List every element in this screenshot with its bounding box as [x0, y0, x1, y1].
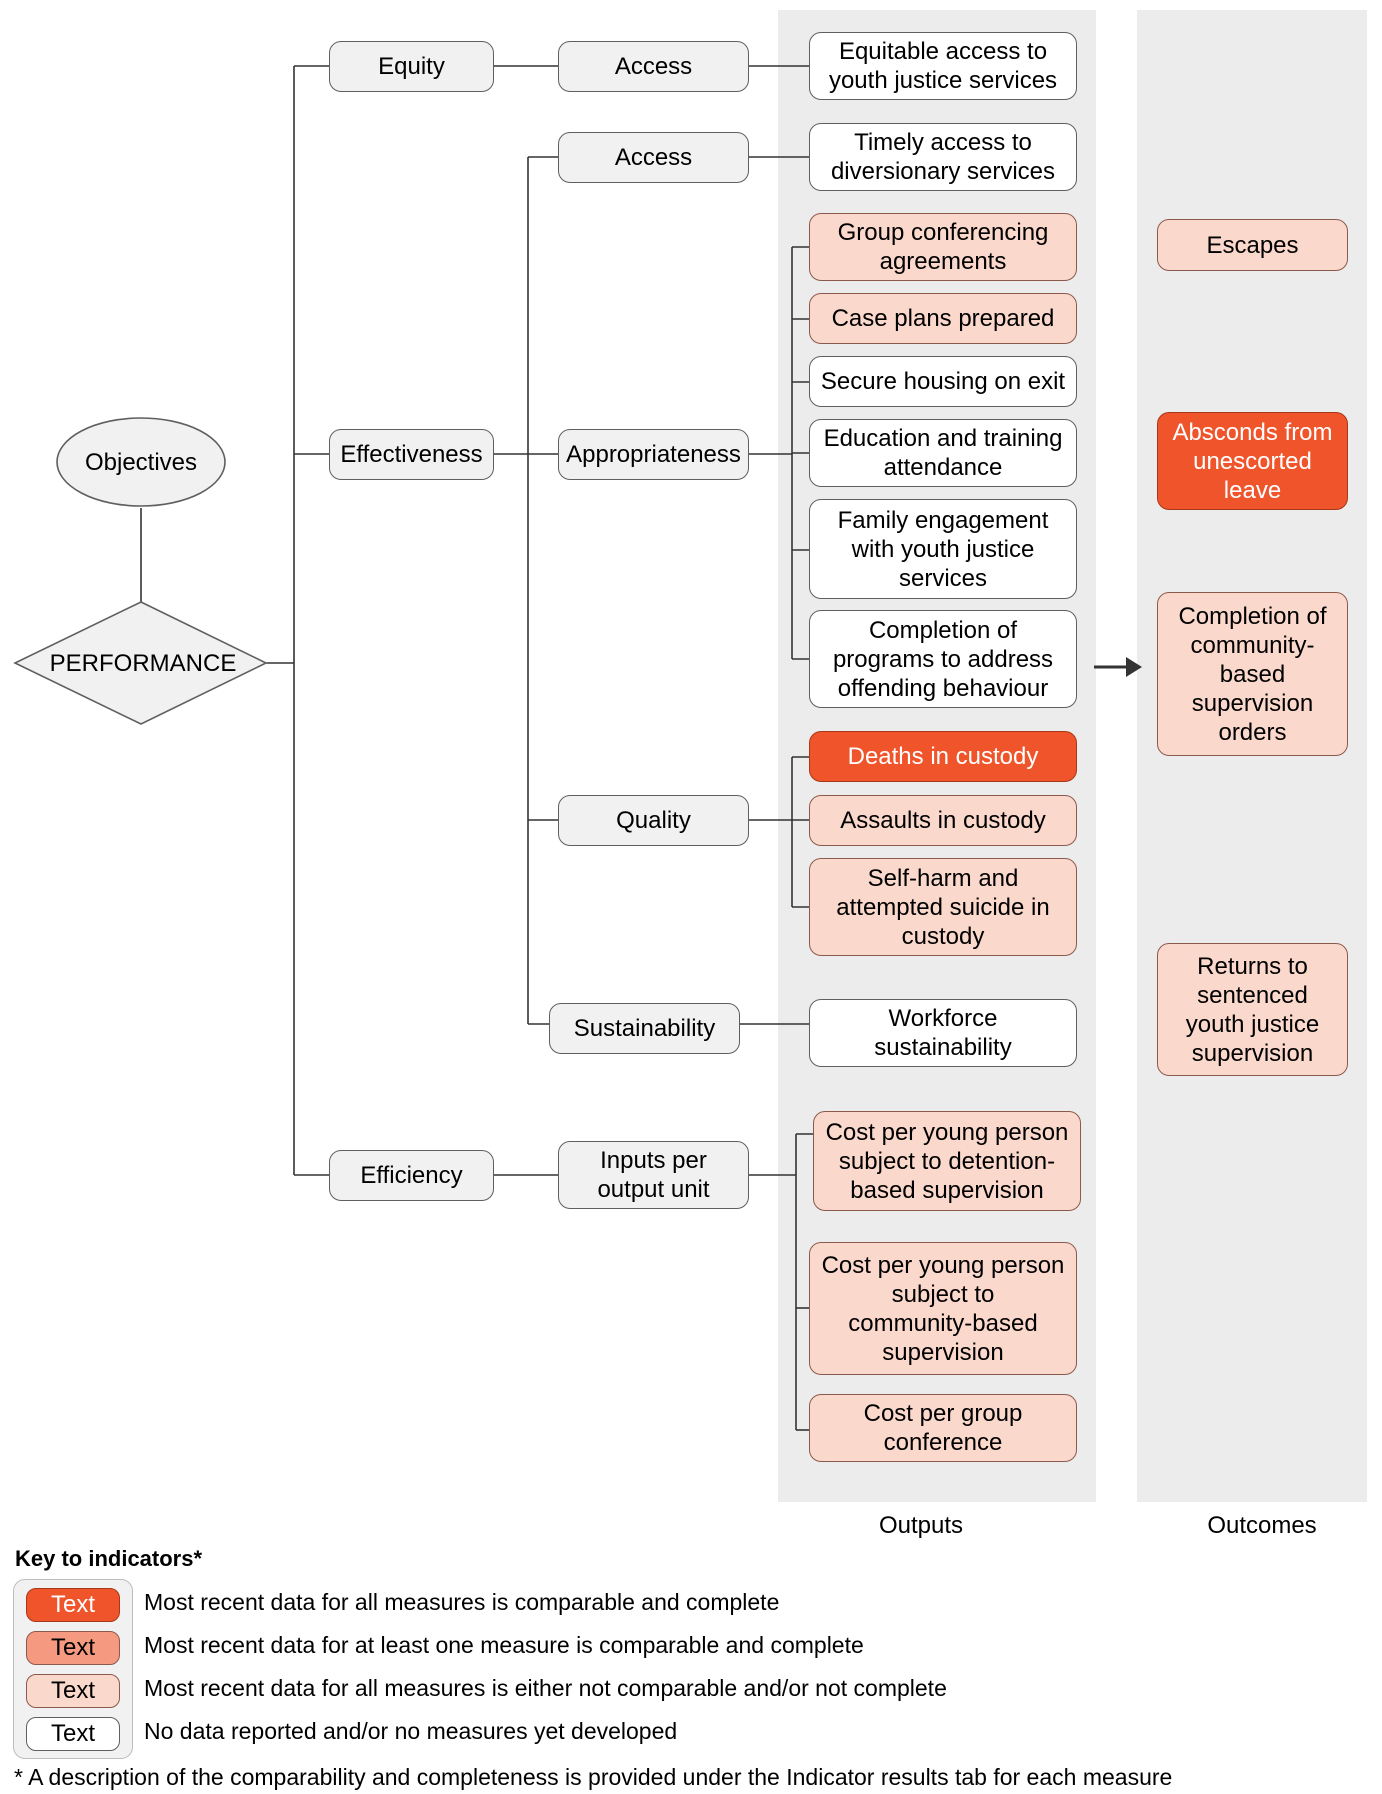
legend-swatch-all-comparable: Text: [26, 1588, 120, 1622]
outcomes-label: Outcomes: [1207, 1512, 1317, 1539]
outputs-to-outcomes-arrow: [1094, 657, 1142, 677]
dimension-equity: Equity: [329, 41, 494, 92]
performance-diamond: [13, 601, 268, 725]
performance-label: PERFORMANCE: [50, 650, 237, 677]
dimension-effectiveness: Effectiveness: [329, 429, 494, 480]
legend-text-at-least-one: Most recent data for at least one measur…: [144, 1632, 864, 1658]
subdimension-access-equity: Access: [558, 41, 749, 92]
legend-swatch-not-comparable: Text: [26, 1674, 120, 1708]
subdimension-access-effectiveness: Access: [558, 132, 749, 183]
outputs-label: Outputs: [878, 1512, 964, 1539]
subdimension-appropriateness: Appropriateness: [558, 429, 749, 480]
output-case-plans: Case plans prepared: [809, 293, 1077, 344]
objectives-ellipse: [56, 417, 226, 507]
output-secure-housing: Secure housing on exit: [809, 356, 1077, 407]
output-deaths-in-custody: Deaths in custody: [809, 731, 1077, 782]
legend-text-no-data: No data reported and/or no measures yet …: [144, 1718, 678, 1744]
connector-lines: [140, 65, 813, 1431]
footnote: * A description of the comparability and…: [14, 1764, 1173, 1790]
subdimension-quality: Quality: [558, 795, 749, 846]
legend-title: Key to indicators*: [15, 1546, 203, 1571]
objectives-label: Objectives: [85, 449, 197, 476]
output-assaults: Assaults in custody: [809, 795, 1077, 846]
dimension-efficiency: Efficiency: [329, 1150, 494, 1201]
legend-text-not-comparable: Most recent data for all measures is eit…: [144, 1675, 947, 1701]
legend-text-all-comparable: Most recent data for all measures is com…: [144, 1589, 780, 1615]
legend-swatch-at-least-one: Text: [26, 1631, 120, 1665]
subdimension-sustainability: Sustainability: [549, 1003, 740, 1054]
legend-swatch-no-data: Text: [26, 1717, 120, 1751]
outcome-escapes: Escapes: [1157, 219, 1348, 271]
